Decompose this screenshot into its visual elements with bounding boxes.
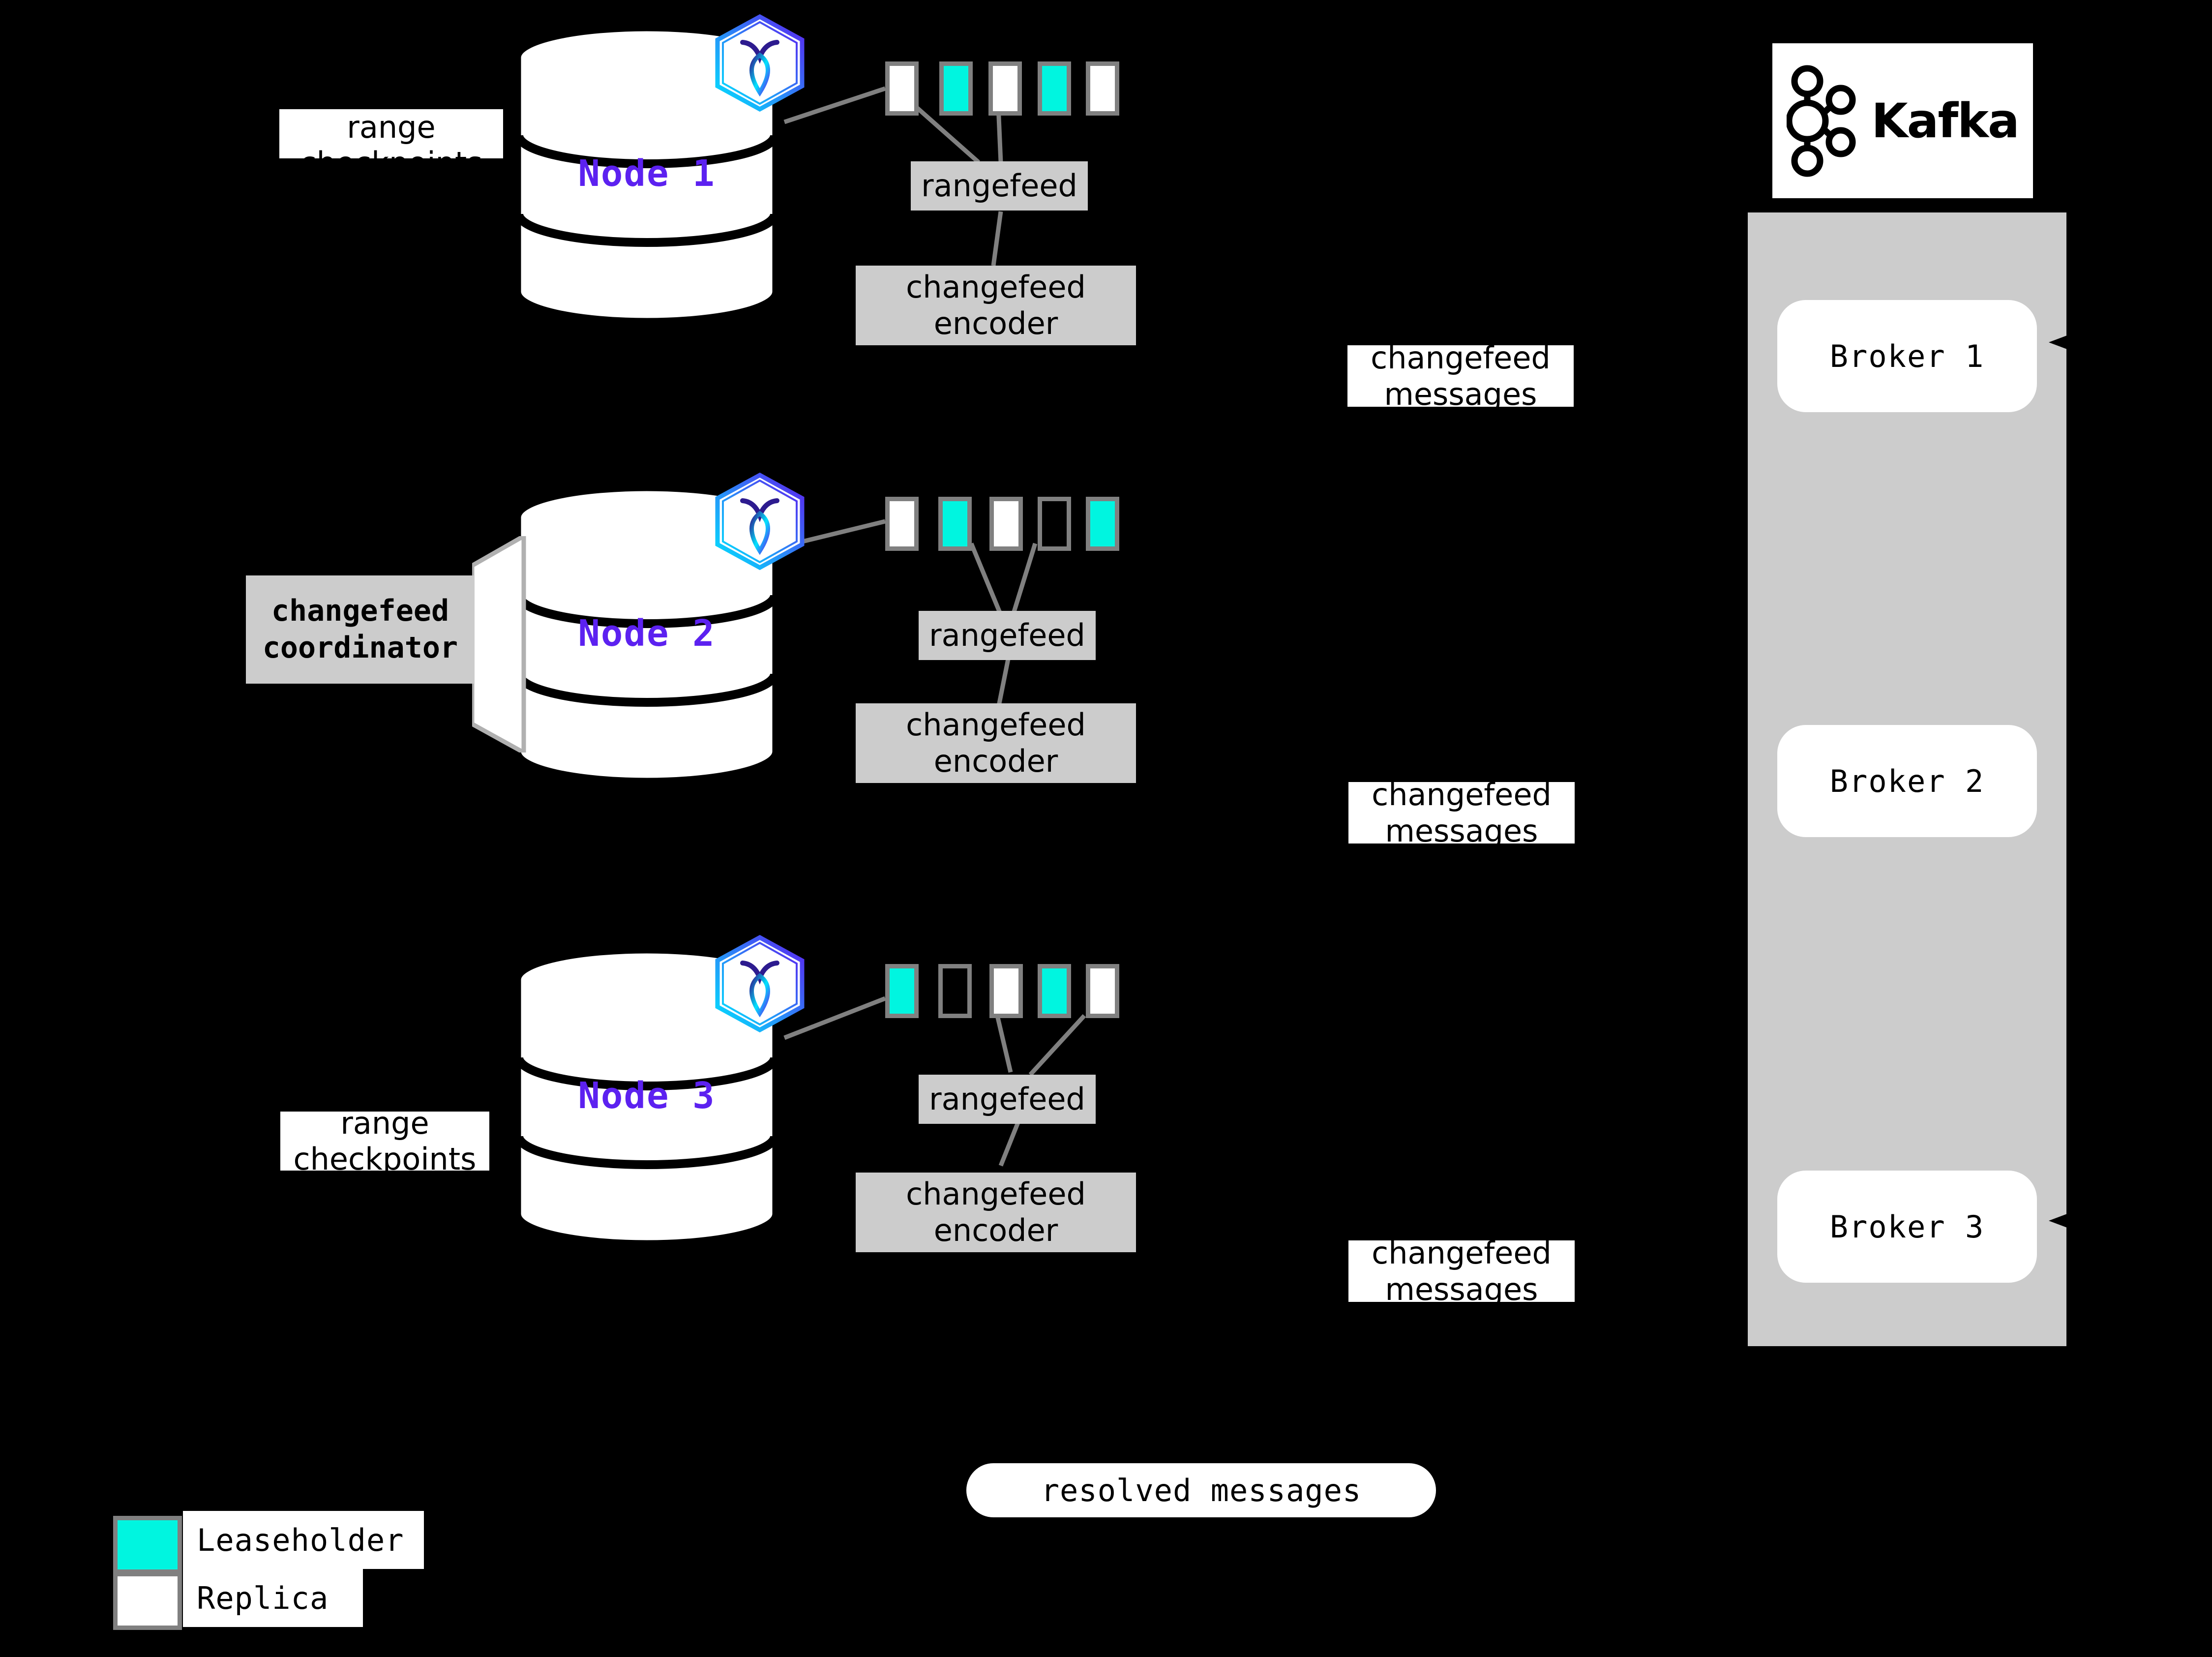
range-box[interactable] [1038,964,1071,1018]
range-box[interactable] [989,964,1023,1018]
changefeed-messages-label-2: changefeed messages [1348,782,1575,844]
broker-3-label: Broker 3 [1829,1208,1985,1245]
range-box[interactable] [988,61,1022,116]
broker-2[interactable]: Broker 2 [1777,725,2037,837]
range-checkpoints-callout-top: range checkpoints [279,109,503,158]
range-checkpoints-callout-bottom: range checkpoints [280,1112,489,1171]
changefeed-messages-1-line2: messages [1384,376,1537,407]
kafka-cluster-panel: Broker 1 Broker 2 Broker 3 [1748,212,2066,1346]
kafka-nodes-icon [1787,65,1856,177]
kafka-inbound-arrow-2 [2049,1212,2072,1230]
node-1-rangefeed-label: rangefeed [921,167,1077,204]
node-2-encoder-line2: encoder [933,743,1058,779]
node-1-encoder-line1: changefeed [906,269,1086,305]
node-1-changefeed-encoder-box[interactable]: changefeed encoder [856,266,1136,345]
node-2-changefeed-encoder-box[interactable]: changefeed encoder [856,703,1136,783]
range-box[interactable] [1038,497,1071,551]
cockroachdb-hex-icon [713,472,807,571]
changefeed-messages-3-line2: messages [1385,1271,1538,1302]
legend-swatch-replica [113,1572,182,1630]
kafka-inbound-arrow-1 [2049,333,2072,351]
range-box[interactable] [1086,964,1119,1018]
coordinator-connector-wedge [472,536,526,753]
node-3-rangefeed-box[interactable]: rangefeed [919,1075,1096,1124]
range-checkpoints-bottom-line2: checkpoints [293,1141,477,1171]
node-2-rangefeed-label: rangefeed [929,617,1085,653]
range-box[interactable] [939,61,973,116]
range-checkpoints-top-line1: range [347,109,436,145]
coordinator-line1: changefeed [271,594,449,628]
legend-leaseholder-text: Leaseholder [197,1522,404,1558]
node-3-changefeed-encoder-box[interactable]: changefeed encoder [856,1173,1136,1252]
range-checkpoints-bottom-line1: range [340,1112,429,1141]
cockroachdb-hex-icon [713,14,807,112]
cockroachdb-hex-icon [713,934,807,1033]
legend-swatch-leaseholder [113,1516,182,1574]
changefeed-messages-label-3: changefeed messages [1348,1240,1575,1302]
legend-replica-text: Replica [197,1580,329,1616]
range-box[interactable] [885,497,919,551]
range-box[interactable] [885,964,919,1018]
node-1-encoder-line2: encoder [933,305,1058,341]
kafka-brand-label: Kafka [1871,93,2020,149]
changefeed-messages-2-line1: changefeed [1372,782,1552,813]
coordinator-line2: coordinator [262,631,458,665]
range-box[interactable] [1038,61,1071,116]
range-box[interactable] [938,964,972,1018]
range-box[interactable] [1086,61,1119,116]
range-box[interactable] [989,497,1023,551]
broker-1-label: Broker 1 [1829,338,1985,374]
changefeed-messages-3-line1: changefeed [1372,1240,1552,1271]
node-3-encoder-line1: changefeed [906,1175,1086,1212]
broker-3[interactable]: Broker 3 [1777,1171,2037,1283]
resolved-messages-label: resolved messages [1041,1472,1362,1508]
resolved-messages-pill[interactable]: resolved messages [966,1463,1436,1517]
node-3-encoder-line2: encoder [933,1212,1058,1248]
changefeed-messages-2-line2: messages [1385,813,1538,844]
changefeed-messages-label-1: changefeed messages [1347,345,1574,407]
node-2-rangefeed-box[interactable]: rangefeed [919,611,1096,660]
range-box[interactable] [1086,497,1119,551]
node-1-rangefeed-box[interactable]: rangefeed [911,161,1088,211]
broker-1[interactable]: Broker 1 [1777,300,2037,412]
kafka-logo: Kafka [1772,43,2033,198]
legend-label-replica: Replica [183,1569,363,1627]
changefeed-messages-1-line1: changefeed [1371,345,1551,376]
range-checkpoints-top-line2: checkpoints [300,145,483,158]
node-2-encoder-line1: changefeed [906,706,1086,743]
broker-2-label: Broker 2 [1829,763,1985,799]
changefeed-coordinator-box[interactable]: changefeed coordinator [246,575,475,684]
legend-label-leaseholder: Leaseholder [183,1511,424,1569]
range-box[interactable] [938,497,972,551]
node-3-rangefeed-label: rangefeed [929,1081,1085,1117]
range-box[interactable] [885,61,919,116]
